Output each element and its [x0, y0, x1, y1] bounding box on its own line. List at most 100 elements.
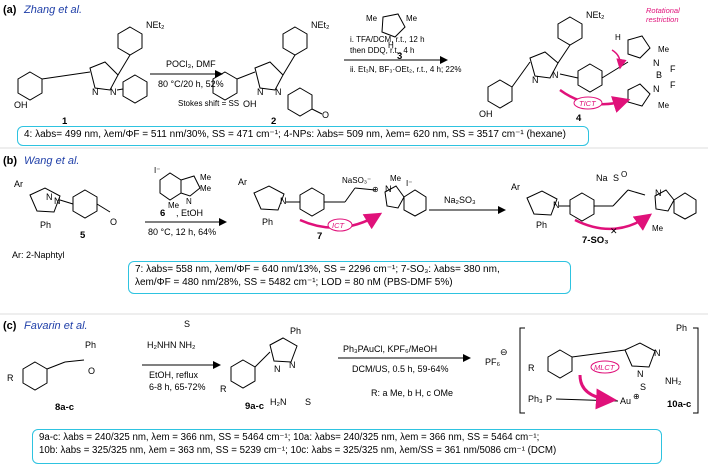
ph-label-7: Ph: [262, 217, 273, 227]
panel-b-data-line1: 7: λabs= 558 nm, λem/ΦF = 640 nm/13%, SS…: [135, 264, 500, 275]
rotational-restriction-label-2: restriction: [646, 15, 679, 24]
panel-a-author: Zhang et al.: [23, 4, 82, 16]
compound-7-structure: Ar N Ph NaSO₃⁻ N Me I⁻ ⊕: [238, 174, 427, 227]
ph3-label: Ph₃: [528, 394, 543, 404]
reagent-a2-line2: then DDQ, r.t., 4 h: [350, 46, 414, 55]
ph-label-7so3: Ph: [536, 220, 547, 230]
compound-label-4: 4: [576, 113, 582, 124]
minus-charge: ⊖: [500, 347, 508, 357]
n-atom-2b: N: [275, 87, 282, 97]
s-atom-7so3: S: [613, 173, 619, 183]
au-atom-10: Au: [620, 396, 631, 406]
ph-label-10: Ph: [676, 323, 687, 333]
n-atom-1a: N: [92, 87, 99, 97]
compound-2-structure: NEt₂ N N O OH: [212, 20, 330, 120]
n-atom-5: N: [46, 192, 53, 202]
o-atom-7so3: O: [621, 170, 627, 179]
panel-c-label: (c): [3, 320, 17, 332]
tsc-label: H₂NHN NH₂: [147, 340, 196, 350]
aldehyde-o-label: O: [322, 110, 329, 120]
h-label-4: H: [615, 33, 621, 42]
n-atom-7: N: [280, 196, 287, 206]
n-atom-2a: N: [257, 87, 264, 97]
reagent-b2: Na₂SO₃: [444, 195, 476, 205]
blocked-cross: ✕: [610, 226, 618, 236]
s-atom-9: S: [305, 397, 311, 407]
ph-label-8: Ph: [85, 340, 96, 350]
n-atom-10b: N: [637, 369, 644, 379]
thiosemicarbazide-structure: S H₂NHN NH₂: [147, 319, 196, 350]
s-atom-tsc: S: [184, 319, 190, 329]
compound-label-1: 1: [62, 116, 68, 127]
ph-label-5: Ph: [40, 220, 51, 230]
panel-b-data-line2: λem/ΦF = 480 nm/28%, SS = 5482 cm⁻¹; LOD…: [135, 277, 453, 288]
reagent-a1-line2: 80 °C/20 h, 52%: [158, 79, 224, 89]
mlct-arrow: [578, 374, 617, 410]
nh2-label-10: NH₂: [665, 376, 682, 386]
n-atom-5b: N: [54, 196, 61, 206]
reagent-c1-line1: EtOH, reflux: [149, 370, 199, 380]
compound-label-6: 6: [160, 208, 165, 219]
oh-label-4: OH: [479, 109, 493, 119]
oh-label-2: OH: [243, 99, 257, 109]
n-atom-4c: N: [653, 58, 660, 68]
plus-charge-7: ⊕: [372, 185, 379, 194]
methyl-3a: Me: [366, 14, 378, 23]
compound-label-10: 10a-c: [667, 399, 691, 410]
r-label-10: R: [528, 363, 535, 373]
compound-6-structure: I⁻ N Me Me Me: [154, 166, 212, 210]
methyl-6b: Me: [200, 173, 212, 182]
rotational-restriction-label-1: Rotational: [646, 6, 680, 15]
tict-label: TICT: [579, 99, 597, 108]
tict-ellipse: [573, 96, 603, 110]
iodide-7: I⁻: [406, 179, 412, 188]
compound-8-structure: R Ph O: [7, 340, 96, 391]
n-atom-9b: N: [289, 360, 296, 370]
compound-3-structure: Me Me H: [366, 13, 418, 50]
ar-label-7: Ar: [238, 177, 247, 187]
methyl-7so3: Me: [652, 224, 664, 233]
panel-c-data-box: 9a-c: λabs = 240/325 nm, λem = 366 nm, S…: [32, 429, 662, 464]
aldehyde-o-5: O: [110, 217, 117, 227]
compound-label-5: 5: [80, 230, 86, 241]
net2-label-1: NEt₂: [146, 20, 165, 30]
compound-label-9: 9a-c: [245, 401, 264, 412]
substituents-c: R: a Me, b H, c OMe: [371, 388, 453, 398]
oh-label-1: OH: [14, 100, 28, 110]
p-atom-10: P: [546, 394, 552, 404]
methyl-6c: Me: [200, 184, 212, 193]
compound-7-so3-structure: Ar N Ph Na S O N Me: [511, 170, 697, 233]
s-atom-10: S: [640, 382, 646, 392]
stokes-shift-note: Stokes shift = SS: [178, 99, 239, 108]
methyl-4a: Me: [658, 45, 670, 54]
bracket-left: [519, 327, 525, 414]
compound-9-structure: Ph N N R H₂N S: [220, 326, 311, 407]
substituent-b: Ar: 2-Naphtyl: [12, 250, 65, 260]
ict-ellipse: [327, 218, 353, 232]
reagent-c2-line1: Ph₃PAuCl, KPF₆/MeOH: [343, 344, 437, 354]
compound-label-7: 7: [317, 231, 322, 242]
nh-label-3: H: [388, 41, 394, 50]
n-atom-7b: N: [385, 184, 392, 194]
reagent-c1-line2: 6-8 h, 65-72%: [149, 382, 206, 392]
fluorine-1: F: [670, 64, 676, 74]
panel-a-label: (a): [3, 4, 17, 16]
n-atom-6: N: [186, 197, 192, 206]
rotation-arrow: [611, 49, 627, 70]
reagent-c2-line2: DCM/US, 0.5 h, 59-64%: [352, 364, 449, 374]
methyl-6: Me: [168, 201, 180, 210]
n-atom-1b: N: [110, 87, 117, 97]
compound-1-structure: NEt₂ N N OH: [14, 20, 165, 110]
ph-label-9: Ph: [290, 326, 301, 336]
panel-b-label: (b): [3, 155, 17, 167]
n-atom-4a: N: [532, 75, 539, 85]
mlct-ellipse: [590, 360, 620, 374]
methyl-3b: Me: [406, 14, 418, 23]
counterion: PF₆: [485, 357, 501, 367]
o-atom-8: O: [88, 366, 95, 376]
reagent-a2-line3: ii. Et₃N, BF₃·OEt₂, r.t., 4 h; 22%: [350, 65, 461, 74]
n-atom-7so3: N: [553, 200, 560, 210]
fluorine-2: F: [670, 80, 676, 90]
panel-c-data-line2: 10b: λabs = 325/325 nm, λem = 363 nm, SS…: [39, 445, 557, 456]
